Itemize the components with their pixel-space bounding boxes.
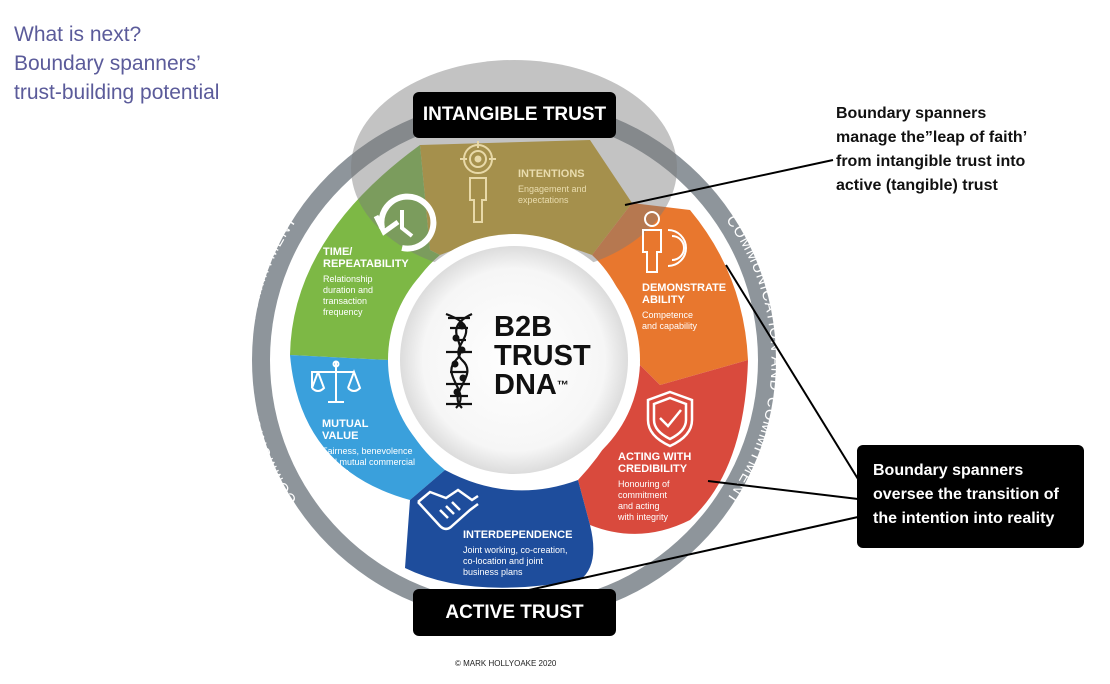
interdependence-desc-1: Joint working, co-creation, (463, 545, 568, 555)
active-trust-label: ACTIVE TRUST (413, 589, 616, 636)
segment-mutual (290, 355, 445, 500)
center-label: B2B TRUST DNA™ (494, 313, 591, 400)
segment-mutual-text: MUTUAL VALUE Fairness, benevolence and m… (322, 418, 415, 479)
segment-interdependence (405, 470, 594, 588)
mutual-desc-1: Fairness, benevolence (322, 446, 413, 456)
trademark-mark: ™ (556, 378, 569, 392)
ability-heading-2: ABILITY (642, 294, 685, 306)
callout-top-line-2: manage the”leap of faith’ (836, 129, 1028, 146)
ability-heading-1: DEMONSTRATE (642, 282, 727, 294)
center-line-3: DNA (494, 369, 557, 401)
credibility-heading-1: ACTING WITH (618, 451, 692, 463)
time-desc-3: transaction (323, 296, 368, 306)
credibility-desc-3: and acting (618, 501, 660, 511)
copyright-notice: © MARK HOLLYOAKE 2020 (455, 659, 557, 668)
page-title: What is next? Boundary spanners’ trust-b… (14, 20, 219, 107)
callout-bottom-line-2: oversee the transition of (873, 486, 1059, 503)
segment-interdependence-text: INTERDEPENDENCE Joint working, co-creati… (463, 529, 572, 578)
intentions-desc-2: expectations (518, 195, 569, 205)
credibility-heading-2: CREDIBILITY (618, 463, 688, 475)
title-line-3: trust-building potential (14, 81, 220, 104)
interdependence-desc-2: co-location and joint (463, 556, 544, 566)
time-desc-2: duration and (323, 285, 374, 295)
target-person-icon (460, 141, 496, 223)
ability-desc-1: Competence (642, 310, 694, 320)
segment-credibility-text: ACTING WITH CREDIBILITY Honouring of com… (618, 451, 691, 523)
mutual-heading-2: VALUE (322, 430, 359, 442)
connector-lines (519, 159, 859, 593)
dna-beads-icon (451, 322, 467, 396)
shield-check-icon (646, 390, 694, 448)
title-line-2: Boundary spanners’ (14, 52, 201, 75)
segment-time-text: TIME/ REPEATABILITY Relationship duratio… (323, 246, 409, 318)
time-desc-1: Relationship (323, 274, 373, 284)
handshake-icon (417, 488, 479, 531)
callout-transition: Boundary spanners oversee the transition… (857, 445, 1084, 548)
callout-top-line-1: Boundary spanners (836, 105, 987, 122)
time-heading-1: TIME/ (323, 246, 353, 258)
intentions-desc-1: Engagement and (518, 184, 587, 194)
mutual-desc-3: benefit (322, 468, 350, 478)
clock-arrow-icon (373, 193, 437, 252)
center-inner (400, 246, 628, 474)
interdependence-heading: INTERDEPENDENCE (463, 529, 573, 541)
callout-bottom-line-1: Boundary spanners (873, 462, 1024, 479)
credibility-desc-4: with integrity (618, 512, 669, 522)
credibility-desc-2: commitment (618, 490, 668, 500)
scales-icon (311, 360, 362, 403)
segment-intentions (420, 140, 632, 255)
segment-credibility (578, 360, 748, 534)
time-heading-2: REPEATABILITY (323, 258, 409, 270)
callout-bottom-line-3: the intention into reality (873, 510, 1055, 527)
title-line-1: What is next? (14, 23, 142, 46)
intentions-heading: INTENTIONS (518, 168, 585, 180)
credibility-desc-1: Honouring of (618, 479, 670, 489)
segment-intentions-text: INTENTIONS Engagement and expectations (518, 168, 587, 206)
callout-top-line-4: active (tangible) trust (836, 177, 998, 194)
mutual-heading-1: MUTUAL (322, 418, 369, 430)
callout-leap-of-faith: Boundary spanners manage the”leap of fai… (836, 102, 1086, 198)
center-line-2: TRUST (494, 340, 591, 372)
callout-top-line-3: from intangible trust into (836, 153, 1026, 170)
ability-desc-2: and capability (642, 321, 698, 331)
mutual-desc-2: and mutual commercial (322, 457, 416, 467)
person-gear-icon (642, 211, 687, 273)
interdependence-desc-3: business plans (463, 567, 523, 577)
intangible-trust-label: INTANGIBLE TRUST (413, 92, 616, 138)
time-desc-4: frequency (323, 307, 363, 317)
center-line-1: B2B (494, 311, 553, 343)
segment-ability-text: DEMONSTRATE ABILITY Competence and capab… (642, 282, 726, 332)
segment-ability (592, 203, 748, 385)
